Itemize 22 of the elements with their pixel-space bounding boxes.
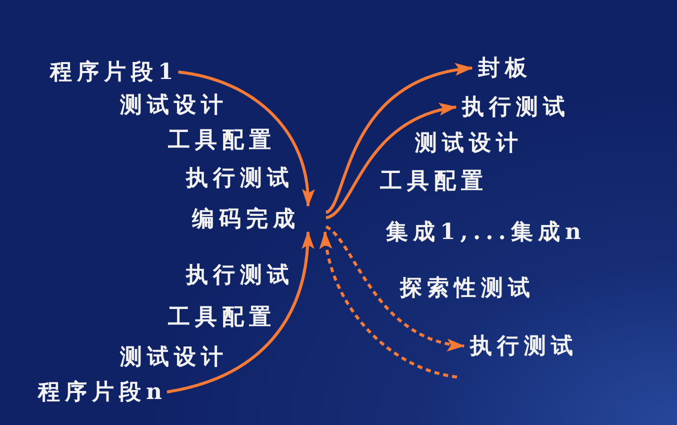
arrow xyxy=(325,64,473,214)
step-label: 测试设计 xyxy=(120,92,228,118)
step-label: 执行测试 xyxy=(186,262,294,288)
stage-label: 程序片段n xyxy=(38,379,167,405)
step-label: 执行测试 xyxy=(186,165,294,191)
dashed-arrow xyxy=(320,231,458,378)
stage-label: 程序片段1 xyxy=(50,59,178,85)
step-label: 工具配置 xyxy=(380,168,488,194)
step-label: 工具配置 xyxy=(168,304,276,330)
step-label: 测试设计 xyxy=(120,344,228,370)
arrow xyxy=(325,104,457,220)
stage-label: 执行测试 xyxy=(464,333,578,359)
milestone-label: 编码完成 xyxy=(192,206,326,232)
stage-label: 执行测试 xyxy=(456,94,570,120)
step-label: 集成1,...集成n xyxy=(386,219,586,245)
arrow xyxy=(178,70,314,207)
step-label: 测试设计 xyxy=(415,130,523,156)
step-label: 探索性测试 xyxy=(400,275,535,301)
step-label: 工具配置 xyxy=(168,127,276,153)
arrow xyxy=(166,231,314,394)
dashed-arrow xyxy=(325,226,465,350)
stage-label: 封板 xyxy=(472,55,532,81)
